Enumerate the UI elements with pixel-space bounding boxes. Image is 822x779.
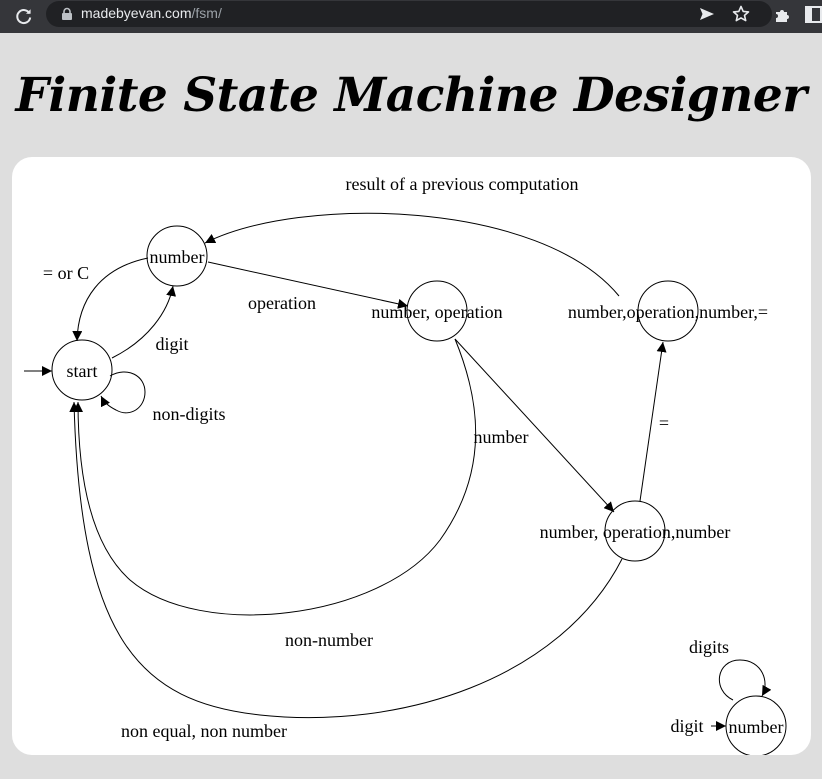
state-start-label: start <box>67 361 98 381</box>
lock-icon[interactable] <box>60 7 74 21</box>
label-non-number: non-number <box>285 630 373 650</box>
edge-non-equal-non-number[interactable] <box>69 401 623 718</box>
url-domain: madebyevan.com <box>81 5 192 21</box>
edge-digits-self[interactable] <box>718 659 772 701</box>
label-digit-small: digit <box>670 716 703 736</box>
label-non-digits: non-digits <box>152 404 225 424</box>
edge-result-previous[interactable] <box>204 212 620 297</box>
label-result-previous: result of a previous computation <box>346 174 579 194</box>
state-number-operation[interactable] <box>406 280 468 342</box>
edge-equals[interactable] <box>639 341 667 502</box>
label-equals-or-c: = or C <box>43 263 89 283</box>
label-equals: = <box>659 413 669 433</box>
edge-operation[interactable] <box>207 261 409 309</box>
extensions-icon[interactable] <box>771 4 793 26</box>
reload-icon[interactable] <box>13 5 35 27</box>
fsm-diagram[interactable]: start number number, operation number,op… <box>12 157 811 755</box>
url-text[interactable]: madebyevan.com/fsm/ <box>81 5 222 21</box>
label-digits: digits <box>689 637 729 657</box>
state-number-top[interactable] <box>146 225 208 287</box>
address-bar[interactable]: madebyevan.com/fsm/ <box>46 1 772 27</box>
edge-non-number[interactable] <box>73 338 477 616</box>
fsm-canvas[interactable]: start number number, operation number,op… <box>12 157 811 755</box>
bookmark-star-icon[interactable] <box>730 3 752 25</box>
label-operation: operation <box>248 293 316 313</box>
state-full-expression-label: number,operation,number,= <box>568 302 768 322</box>
send-tab-icon[interactable] <box>696 3 718 25</box>
state-full-expression[interactable] <box>637 280 699 342</box>
sidebar-icon[interactable] <box>803 4 822 26</box>
edge-non-digits[interactable] <box>100 371 146 414</box>
state-start[interactable] <box>51 339 113 401</box>
edge-number[interactable] <box>454 338 615 513</box>
edge-equals-or-c[interactable] <box>72 257 149 342</box>
state-number-top-label: number <box>150 247 205 267</box>
state-number-small-label: number <box>729 717 784 737</box>
state-number-operation-number-label: number, operation,number <box>540 522 731 542</box>
url-path: /fsm/ <box>191 5 222 21</box>
state-number-operation-number[interactable] <box>604 500 666 562</box>
label-non-equal-non-number: non equal, non number <box>121 721 287 741</box>
browser-toolbar: madebyevan.com/fsm/ <box>0 0 822 33</box>
page-title: Finite State Machine Designer <box>15 68 807 123</box>
label-digit: digit <box>155 334 188 354</box>
edge-digit[interactable] <box>111 285 177 359</box>
label-number: number <box>474 427 529 447</box>
state-number-operation-label: number, operation <box>371 302 502 322</box>
state-number-small[interactable] <box>725 695 787 755</box>
